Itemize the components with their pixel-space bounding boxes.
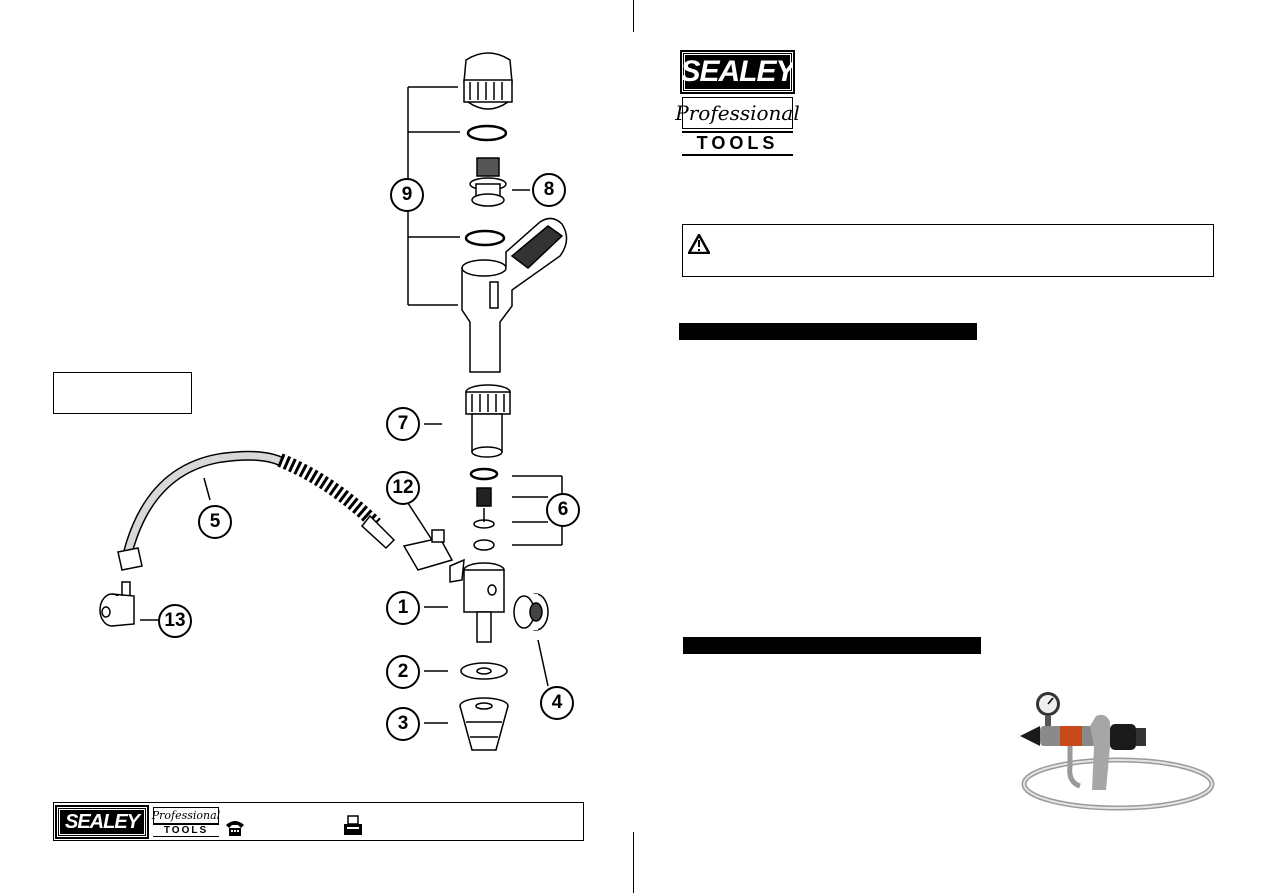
empty-label-box [53, 372, 192, 414]
professional-logo: Professional [675, 97, 800, 129]
warning-triangle-icon [688, 234, 710, 254]
callout-7: 7 [386, 407, 420, 441]
warning-box [682, 224, 1214, 277]
product-image [1020, 692, 1215, 811]
tools-logo: TOOLS [682, 131, 793, 156]
callout-13: 13 [158, 604, 192, 638]
footer-sealey-logo: SEALEY [55, 805, 149, 839]
footer-contact-box: SEALEY Professional TOOLS [53, 802, 584, 841]
callout-9: 9 [390, 178, 424, 212]
section-header-bar-1 [679, 323, 977, 340]
callout-8: 8 [532, 173, 566, 207]
fold-line-bottom [633, 832, 634, 893]
fold-line-top [633, 0, 634, 32]
callout-4: 4 [540, 686, 574, 720]
callout-2: 2 [386, 655, 420, 689]
callout-1: 1 [386, 591, 420, 625]
sealey-logo: SEALEY [680, 50, 796, 94]
callout-5: 5 [198, 505, 232, 539]
callout-12: 12 [386, 471, 420, 505]
fax-icon [344, 815, 362, 835]
exploded-parts-diagram [99, 52, 568, 751]
footer-tools-logo: TOOLS [153, 824, 219, 837]
telephone-icon [226, 821, 244, 836]
section-header-bar-2 [683, 637, 981, 654]
footer-professional-logo: Professional [151, 807, 221, 824]
callout-3: 3 [386, 707, 420, 741]
callout-6: 6 [546, 493, 580, 527]
